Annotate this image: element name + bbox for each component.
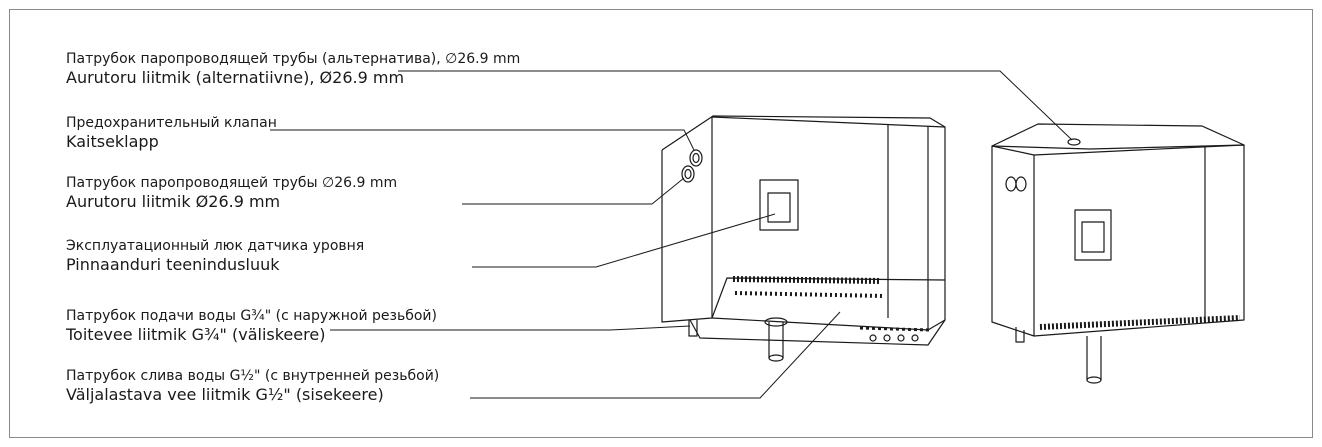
callout-et-text: Väljalastava vee liitmik G½" (sisekeere) bbox=[66, 385, 384, 404]
callout-steam-pipe: Патрубок паропроводящей трубы ∅26.9 mm A… bbox=[66, 174, 397, 212]
leader-water-inlet bbox=[330, 325, 691, 331]
callout-et-text: Kaitseklapp bbox=[66, 132, 159, 151]
callout-ru-text: Патрубок паропроводящей трубы ∅26.9 mm bbox=[66, 175, 398, 191]
leader-safety-valve bbox=[270, 129, 695, 151]
callout-level-sensor-hatch: Эксплуатационный люк датчика уровня Pinn… bbox=[66, 237, 364, 275]
callout-safety-valve: Предохранительный клапан Kaitseklapp bbox=[66, 114, 277, 152]
callout-ru-text: Предохранительный клапан bbox=[66, 115, 277, 131]
leader-lines bbox=[270, 70, 1073, 399]
callout-et-text: Aurutoru liitmik (alternatiivne), Ø26.9 … bbox=[66, 68, 405, 87]
callout-ru-text: Патрубок подачи воды G¾" (с наружной рез… bbox=[66, 308, 437, 324]
callout-water-inlet: Патрубок подачи воды G¾" (с наружной рез… bbox=[66, 307, 437, 345]
leader-hatch bbox=[472, 213, 776, 268]
callout-et-text: Toitevee liitmik G¾" (väliskeere) bbox=[66, 325, 326, 344]
leader-alt-steam bbox=[398, 70, 1073, 141]
leader-drain bbox=[470, 311, 841, 399]
callout-et-text: Aurutoru liitmik Ø26.9 mm bbox=[66, 192, 281, 211]
callout-ru-text: Патрубок слива воды G½" (с внутренней ре… bbox=[66, 368, 440, 384]
steam-generator-back-view bbox=[661, 115, 946, 362]
diagram-frame bbox=[9, 9, 1313, 438]
leader-steam-pipe bbox=[462, 177, 685, 205]
callout-ru-text: Эксплуатационный люк датчика уровня bbox=[66, 238, 365, 254]
callout-alt-steam-pipe: Патрубок паропроводящей трубы (альтернат… bbox=[66, 50, 520, 88]
callout-ru-text: Патрубок паропроводящей трубы (альтернат… bbox=[66, 51, 521, 67]
callout-water-drain: Патрубок слива воды G½" (с внутренней ре… bbox=[66, 367, 439, 405]
callout-et-text: Pinnaanduri teenindusluuk bbox=[66, 255, 280, 274]
steam-generator-front-view bbox=[991, 123, 1245, 384]
